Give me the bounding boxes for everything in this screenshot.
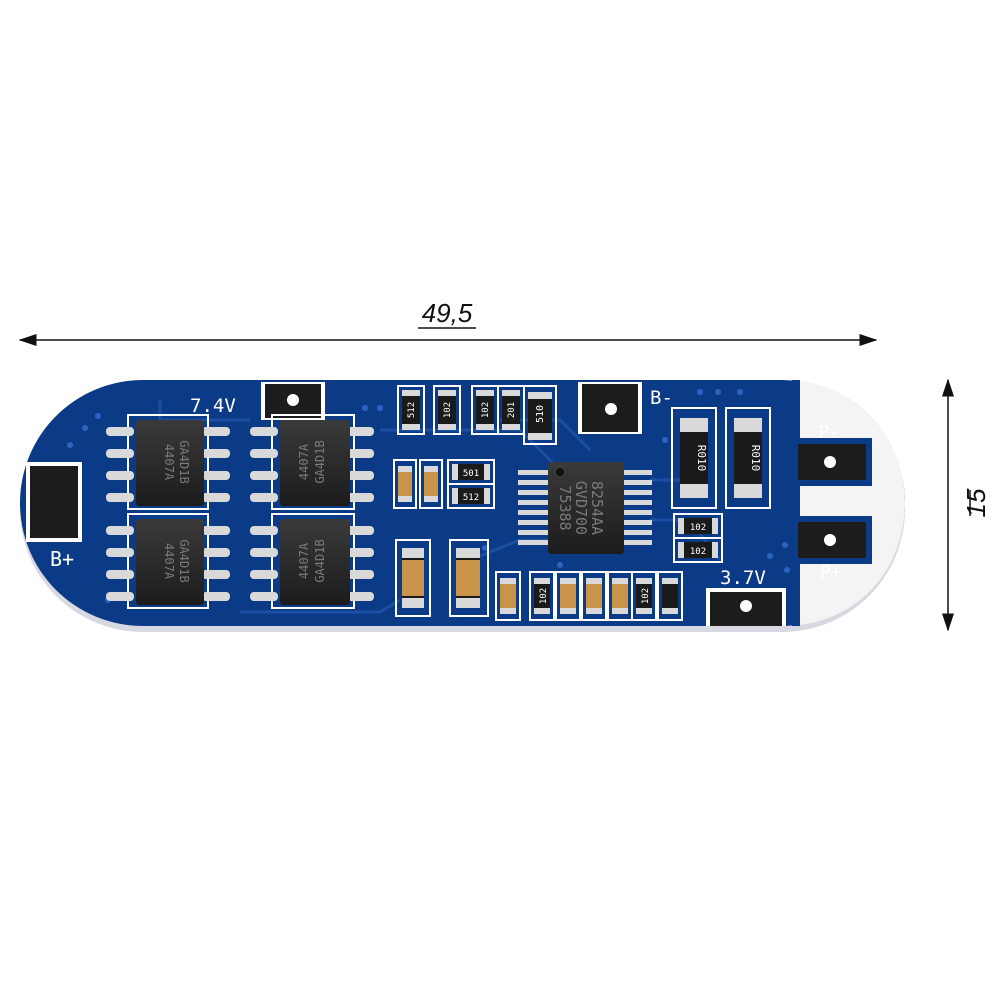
right-connector-divider xyxy=(792,380,800,626)
mosfet-2-mark-1: 4407A xyxy=(297,443,311,480)
b-plus-label: B+ xyxy=(50,547,74,571)
resistor-512-top: 512 xyxy=(407,402,417,418)
p-plus-label: P+ xyxy=(820,562,842,583)
resistor-102-bottom-2: 102 xyxy=(641,588,651,604)
right-connector-area xyxy=(782,380,905,626)
controller-mark-1: 8254AA xyxy=(588,481,606,535)
middle-passives: 501 512 xyxy=(393,459,495,509)
mosfet-3: 4407A GA4D1B xyxy=(106,513,230,609)
resistor-501: 501 xyxy=(463,469,479,479)
sense-resistors: R010 R010 xyxy=(671,407,771,509)
mosfet-3-mark-2: GA4D1B xyxy=(177,539,191,582)
p-plus-pad-hole xyxy=(824,534,836,546)
mosfet-4: 4407A GA4D1B xyxy=(250,513,374,609)
mosfet-4-mark-2: GA4D1B xyxy=(313,539,327,582)
controller-mark-2: GVD700 xyxy=(572,481,590,535)
resistor-512-mid: 512 xyxy=(463,493,479,503)
length-dimension: 49,5 xyxy=(18,298,878,346)
b-minus-pad-hole xyxy=(605,403,617,415)
mosfet-4-mark-1: 4407A xyxy=(297,542,311,579)
v74-label: 7.4V xyxy=(190,395,236,417)
right-resistors: 102 102 xyxy=(673,513,723,563)
mosfet-1: 4407A GA4D1B xyxy=(106,414,230,510)
b-minus-label: B- xyxy=(650,387,673,409)
p-minus-pad-hole xyxy=(824,456,836,468)
resistor-102-bottom-1: 102 xyxy=(539,588,549,604)
mosfet-group: 4407A GA4D1B 4407A GA4D1B xyxy=(106,414,374,609)
p-minus-label: P- xyxy=(818,422,840,443)
mosfet-2-mark-2: GA4D1B xyxy=(313,440,327,483)
sense-resistor-1: R010 xyxy=(695,445,708,472)
height-label: 15 xyxy=(961,488,991,517)
bottom-capacitors xyxy=(395,539,489,617)
v37-pad-hole xyxy=(740,600,752,612)
mosfet-3-mark-1: 4407A xyxy=(162,543,176,580)
controller-mark-3: 75388 xyxy=(556,485,574,530)
resistor-102-top-2: 102 xyxy=(481,402,491,418)
vias xyxy=(67,389,790,603)
mosfet-2: 4407A GA4D1B xyxy=(250,414,374,510)
v74-pad-hole xyxy=(287,394,299,406)
sense-resistor-2: R010 xyxy=(749,445,762,472)
resistor-102-right-2: 102 xyxy=(690,547,706,557)
resistor-102-top-1: 102 xyxy=(443,402,453,418)
resistor-201-top: 201 xyxy=(507,402,517,418)
resistor-102-right-1: 102 xyxy=(690,523,706,533)
height-dimension: 15 xyxy=(942,378,991,632)
bottom-passives: 102 102 xyxy=(495,571,683,621)
mosfet-1-mark-1: 4407A xyxy=(162,444,176,481)
v37-label: 3.7V xyxy=(720,567,766,589)
pcb-board: B+ 7.4V 4407A GA4D1B xyxy=(20,380,905,632)
mosfet-1-mark-2: GA4D1B xyxy=(177,440,191,483)
b-plus-pad xyxy=(30,466,78,538)
length-label: 49,5 xyxy=(422,298,473,328)
resistor-510-top: 510 xyxy=(535,405,546,423)
top-resistors: 512 102 102 201 510 xyxy=(397,385,557,445)
controller-ic: 8254AA GVD700 75388 xyxy=(518,462,652,554)
